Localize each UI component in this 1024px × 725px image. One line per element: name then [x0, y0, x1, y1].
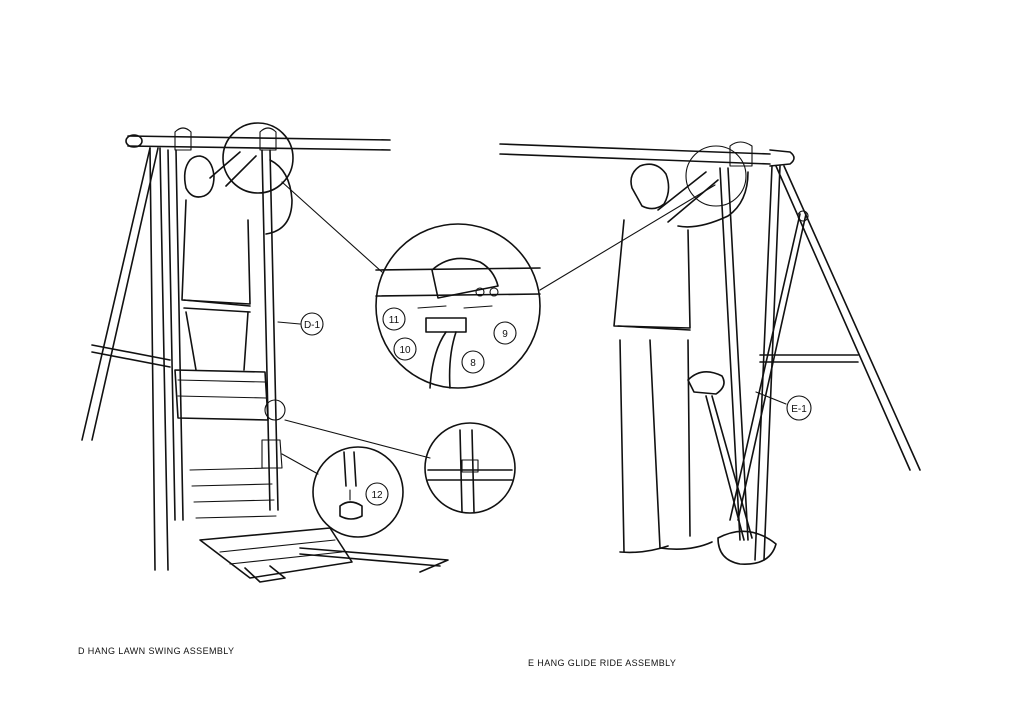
callout-8: 8 — [461, 350, 485, 374]
detail-circle-right-clamp — [685, 145, 747, 207]
callout-11: 11 — [382, 307, 406, 331]
callout-9: 9 — [493, 321, 517, 345]
right-swing-frame — [499, 141, 921, 561]
left-lawn-swing — [167, 149, 449, 583]
left-assembler-figure — [181, 151, 293, 371]
detail-circle-cap — [261, 439, 404, 538]
callout-9-label: 9 — [502, 329, 508, 340]
caption-glide-ride: E HANG GLIDE RIDE ASSEMBLY — [528, 658, 677, 668]
right-glide-ride — [687, 167, 809, 565]
callout-e1: E-1 — [755, 391, 812, 421]
detail-circle-top-clamp — [222, 122, 716, 389]
callout-12-label: 12 — [371, 490, 383, 501]
callout-8-label: 8 — [470, 358, 476, 369]
caption-lawn-swing: D HANG LAWN SWING ASSEMBLY — [78, 646, 235, 656]
callout-d1: D-1 — [277, 312, 324, 336]
callout-10-label: 10 — [399, 345, 411, 356]
callout-e1-label: E-1 — [791, 404, 807, 415]
left-swing-frame — [81, 127, 391, 571]
right-assembler-figure — [613, 163, 749, 554]
callout-d1-label: D-1 — [304, 320, 321, 331]
detail-circle-side-bracket — [264, 399, 516, 514]
callout-10: 10 — [393, 337, 417, 361]
callout-12: 12 — [365, 482, 389, 506]
callout-11-label: 11 — [389, 315, 400, 326]
